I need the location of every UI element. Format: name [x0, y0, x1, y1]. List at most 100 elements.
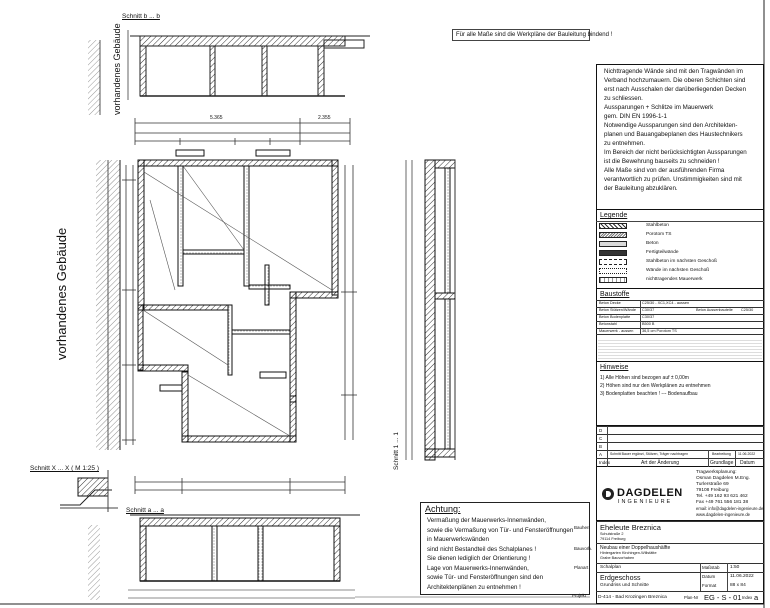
legend-item: Beton [596, 240, 764, 249]
format: 88 x 84 [730, 583, 746, 588]
note-line: zu schliessen. [604, 95, 643, 102]
hinweise-title: Hinweise [600, 364, 629, 371]
top-dimension-a: 5.365 [210, 115, 223, 121]
legend-item: Porotom TS [596, 231, 764, 240]
company-logo-sub: INGENIEURE [618, 499, 673, 505]
existing-building-label: vorhandenes Gebäude [54, 227, 69, 360]
baustoffe: Baustoffe Beton Decke C25/30 - XC1,XC4 -… [596, 288, 764, 338]
cell: Beton Stützen/Wände [599, 308, 636, 312]
existing-building-hatch [88, 40, 121, 600]
note-line: Aussparungen + Schlitze im Mauerwerk [604, 104, 714, 111]
note-line: erst nach Ausschalen der darüberliegende… [604, 86, 747, 93]
company-line: Turlerstraße 69 [696, 482, 729, 487]
company-line: email: info@dagdelen-ingenieure.de [696, 506, 764, 511]
achtung-line: sind nicht Bestandteil des Schalplanes ! [427, 545, 537, 553]
achtung-title: Achtung: [425, 504, 461, 514]
table-row: Beton Decke C25/30 - XC1,XC4 - aussen [596, 300, 764, 307]
legend-item: Fertigteilwände [596, 249, 764, 258]
revision-header-row: Index Art der Änderung Grundlage Datum [596, 458, 764, 467]
title-block: Bauherr Eheleute Breznica Schulstraße 2 … [574, 520, 764, 604]
legend-item: Stahlbeton [596, 222, 764, 231]
planart: Schalplan [600, 565, 622, 570]
binding-notice-text: Für alle Maße sind die Werkpläne der Bau… [456, 32, 613, 38]
revision-index: C [599, 436, 603, 441]
company-logo-icon [602, 488, 614, 500]
baustoffe-table: Beton Decke C25/30 - XC1,XC4 - aussen Be… [596, 300, 764, 336]
inhalt: Grundriss und Schnitte [600, 583, 649, 588]
revision-header: Art der Änderung [641, 460, 680, 466]
bauherr-address: Schulstraße 2 [600, 532, 624, 536]
achtung-line: sowie die Vermaßung von Tür- und Fenster… [427, 526, 574, 534]
cell: Mauerwerk - aussen [599, 329, 634, 333]
revision-table: D C B A Schnitt Bauer ergänzt, Stützen, … [596, 425, 764, 467]
massstab: 1:50 [730, 565, 740, 570]
label: Maßstab [702, 565, 720, 570]
legend-label: Wände im nächsten Geschoß [646, 268, 710, 273]
note-line: ist die Bewehrung bauseits zu schneiden … [604, 158, 720, 165]
note-line: der Bauleitung abzuklären. [604, 185, 678, 192]
revision-header: Datum [740, 460, 755, 466]
legend-swatch [599, 268, 627, 274]
fine-print [598, 340, 762, 360]
note-line: Nichttragende Wände sind mit den Tragwän… [604, 68, 743, 75]
revision-index: A [599, 452, 603, 457]
legend-swatch [599, 259, 627, 265]
legend: Legende Stahlbeton Porotom TS Beton Fert… [596, 209, 764, 287]
label: Index [742, 595, 753, 600]
section-bb-drawing [127, 30, 370, 100]
bauherr-address: 79114 Freiburg [600, 537, 626, 541]
cell: Beton Bodenplatte [599, 315, 631, 319]
notes-box: Nichttragende Wände sind mit den Tragwän… [600, 68, 760, 209]
section-xx-label: Schnitt X ... X ( M 1:25 ) [30, 465, 99, 472]
note-line: Alle Maße sind von der ausführenden Firm… [604, 167, 725, 174]
achtung-box: Achtung: Vermaßung der Mauerwerks-Innenw… [420, 502, 590, 595]
revision-text: Schnitt Bauer ergänzt, Stützen, Träger n… [610, 452, 689, 456]
achtung-line: Lage von Mauerwerks-Innenwänden, [427, 564, 529, 572]
table-row: Beton Stützen/Wände C30/37 Beton Aussenb… [596, 307, 764, 314]
plan-number: EG - S - 01 [704, 593, 742, 602]
section-11-drawing [405, 159, 456, 461]
binding-notice: Für alle Maße sind die Werkpläne der Bau… [452, 29, 612, 41]
company-block: DAGDELEN INGENIEURE Tragwerksplanung: Os… [596, 468, 764, 520]
note-line: Im Bereich der nicht berücksichtigten Au… [604, 149, 747, 156]
cell: C25/30 [741, 308, 754, 312]
revision-by: Bearbeitung [712, 452, 731, 456]
company-logo-text: DAGDELEN [617, 487, 683, 499]
top-dimensions [134, 118, 351, 145]
cell: Beton Aussenbauteile [696, 308, 733, 312]
achtung-line: sowie Tür- und Fensteröffnungen sind den [427, 574, 544, 581]
bauvorhaben: Grabe Bauvorhaben [600, 556, 635, 560]
note-line: zu entnehmen. [604, 140, 645, 147]
cell: Betonstahl [599, 322, 617, 326]
legend-item: Wände im nächsten Geschoß [596, 267, 764, 276]
note-line: Verband hochzumauern. Die oberen Schicht… [604, 77, 746, 84]
table-row: Beton Bodenplatte C30/37 [596, 314, 764, 321]
cell: C30/37 [642, 308, 655, 312]
note-line: planen und Bauangabeplanen des Haustechn… [604, 131, 743, 138]
projekt-label: Projekt [572, 593, 587, 598]
floor-plan [134, 149, 357, 494]
legend-title: Legende [600, 212, 628, 219]
revision-date: 11.06.2022 [738, 452, 756, 456]
cell: B500 B [642, 322, 655, 326]
note-line: verantwortlich zu prüfen. Unstimmigkeite… [604, 176, 742, 183]
achtung-line: Sie dienen lediglich der Orientierung ! [427, 555, 531, 562]
bauherr: Eheleute Breznica [600, 523, 661, 532]
existing-building-label-small: vorhandenes Gebäude [112, 23, 122, 115]
legend-label: Fertigteilwände [646, 250, 679, 255]
achtung-line: Vermaßung der Mauerwerks-Innenwänden, [427, 517, 546, 524]
company-line: Osman Dagdelen M.Eng. [696, 476, 750, 481]
hinweis-item: 3) Bodenplatten beachten ! --- Bodenaufb… [600, 391, 698, 397]
company-line: Tel. +49 162 93 621 462 [696, 494, 748, 499]
hinweis-item: 2) Höhen sind nur den Werkplänen zu entn… [600, 383, 711, 389]
label: Bauherr [574, 525, 591, 530]
company-line: Fax +49 761 556 181 38 [696, 500, 749, 505]
section-aa-label: Schnitt a ... a [126, 507, 164, 514]
legend-swatch [599, 250, 627, 256]
section-xx-drawing [60, 470, 118, 512]
legend-label: Porotom TS [646, 232, 672, 237]
label: Datum [702, 574, 716, 579]
legend-swatch [599, 232, 627, 238]
revision-index: D [599, 428, 603, 433]
